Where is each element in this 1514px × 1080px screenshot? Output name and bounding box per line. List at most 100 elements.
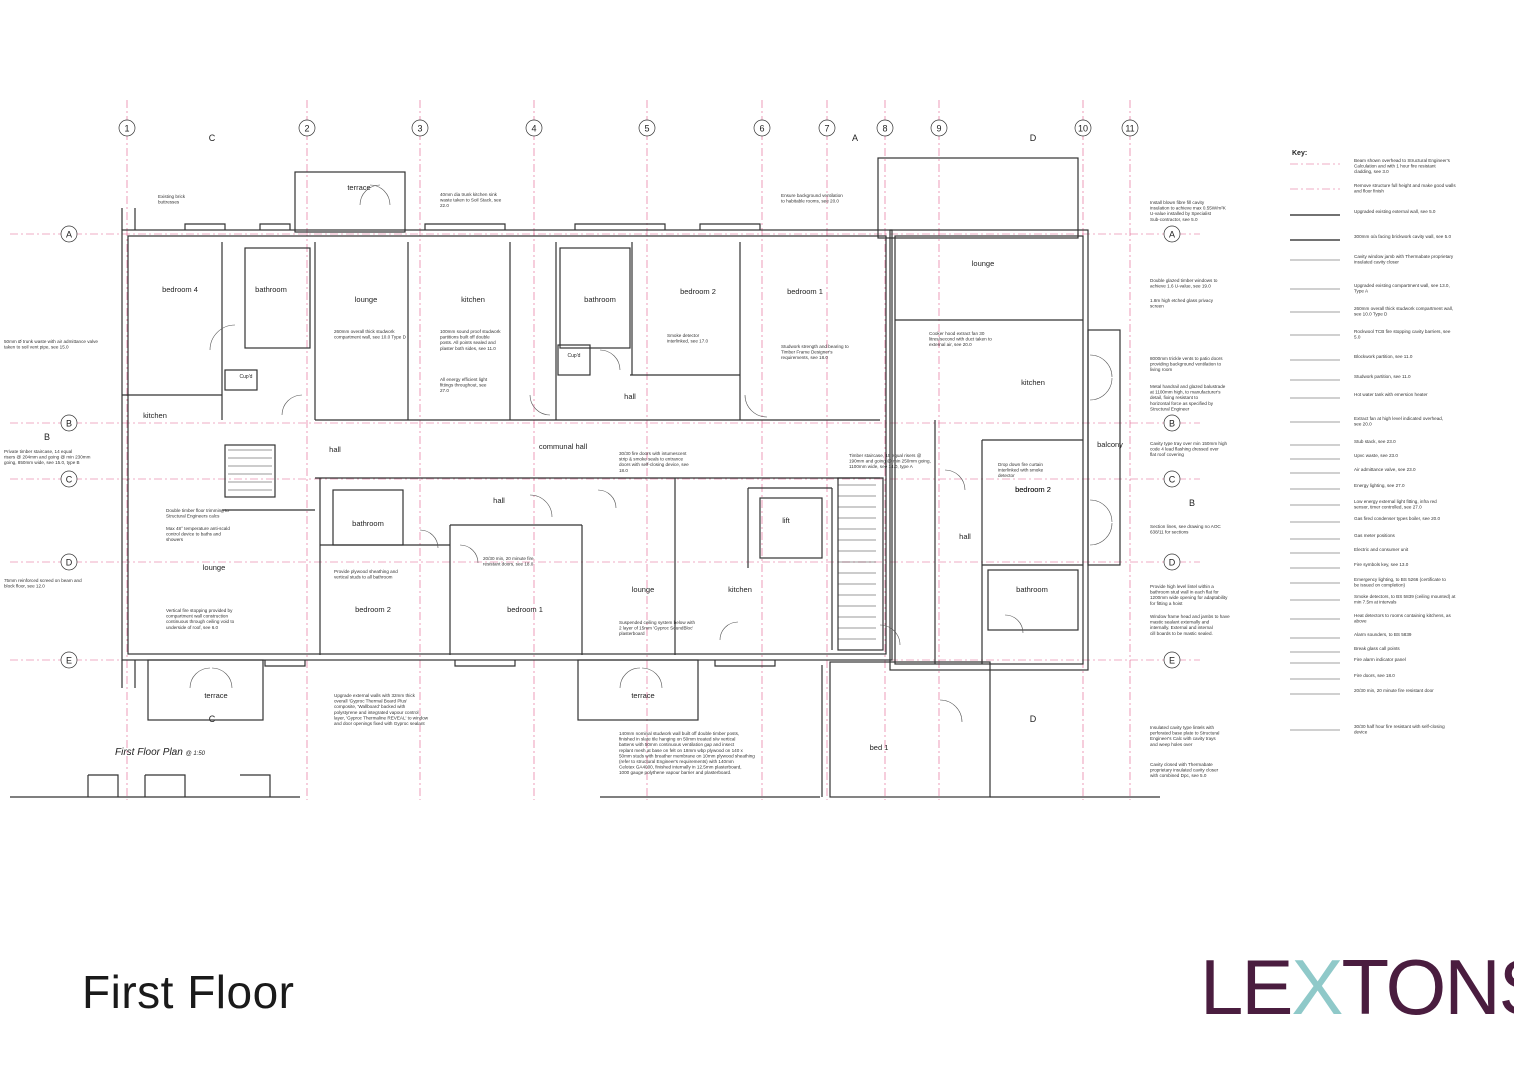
key-item-text: Heat detectors to rooms containing kitch… [1354, 613, 1451, 624]
annotation-note-line: 1100mm wide, see 14.0, type A [849, 464, 914, 469]
annotation-note-line: living room [1150, 367, 1172, 372]
annotation-note-line: doors with self-closing device, see [619, 462, 689, 467]
key-item-line: 5.0 [1354, 335, 1361, 340]
key-item-text: Remove structure full height and make go… [1354, 183, 1456, 194]
annotation-note-line: polystyrene and integrated vapour contro… [334, 710, 419, 715]
annotation-note-line: Structural Engineer [1150, 406, 1190, 411]
grid-column-bubble [818, 119, 836, 137]
annotation-note-line: screen [1150, 304, 1164, 309]
annotation-note-line: Timber staircase, 15 equal risers @ [849, 453, 922, 458]
room-label: bedroom 2 [1015, 485, 1051, 494]
room-label: bathroom [352, 519, 384, 528]
annotation-note-line: 75mm reinforced screed on beam and [4, 578, 82, 583]
key-item-text: Break glass call points [1354, 646, 1400, 651]
annotation-note-line: and weep holes over [1150, 742, 1193, 747]
annotation-note-line: internally. External and internal [1150, 625, 1213, 630]
key-item-line: Extract fan at high level indicated over… [1354, 416, 1443, 421]
key-item-text: Studwork partition, see 11.0 [1354, 374, 1411, 379]
annotation-note-line: Cooker hood extract fan 30 [929, 331, 985, 336]
grid-row-bubble [60, 225, 78, 243]
room-label: bedroom 2 [680, 287, 716, 296]
room-label: bedroom 2 [355, 605, 391, 614]
grid-column-label: 11 [1125, 124, 1134, 134]
annotation-note-line: providing background ventilation to [1150, 362, 1221, 367]
room-label: hall [493, 496, 505, 505]
key-item-line: Fire symbols key, see 13.0 [1354, 562, 1409, 567]
key-item-line: above [1354, 619, 1367, 624]
grid-column-bubble [118, 119, 136, 137]
key-item-line: min 7.5m at intervals [1354, 600, 1397, 605]
logo-part-2: X [1291, 943, 1343, 1031]
annotation-note-line: at 1100mm high, to manufacturer's [1150, 390, 1221, 395]
key-item-line: Emergency lighting, to BS 5266 (certific… [1354, 577, 1446, 582]
grid-column-bubble [411, 119, 429, 137]
logo-part-3: TONS [1341, 943, 1514, 1031]
key-item-text: Smoke detectors, to BS 5839 (ceiling mou… [1354, 594, 1456, 605]
annotation-note-line: litres/second with duct taken to [929, 337, 992, 342]
key-item-text: Upgraded existing external wall, see 5.0 [1354, 209, 1436, 214]
key-item-line: Upgraded existing compartment wall, see … [1354, 283, 1450, 288]
annotation-note-line: finished in slate tile hanging on 50mm t… [619, 737, 735, 742]
key-item-line: be issued on completion) [1354, 583, 1406, 588]
grid-row-bubble [1163, 651, 1181, 669]
key-item-line: and floor finish [1354, 189, 1384, 194]
annotation-note-line: Timber Frame Designer's [781, 350, 833, 355]
key-item-line: Type A [1354, 289, 1369, 294]
room-label: lift [782, 516, 790, 525]
key-item-text: Air admittance valve, see 23.0 [1354, 467, 1416, 472]
key-item-text: 300mm o/a facing brickwork cavity wall, … [1354, 234, 1451, 239]
annotation-note-line: Double glazed timber windows to [1150, 278, 1218, 283]
annotation-note-line: requirements, see 18.0 [781, 355, 828, 360]
key-legend: Beam shown overhead to Structural Engine… [1290, 158, 1456, 735]
annotation-note-line: interlinked with smoke [998, 468, 1044, 473]
room-label: kitchen [461, 295, 485, 304]
section-letter: B [1189, 498, 1195, 508]
grid-column-bubble [525, 119, 543, 137]
annotation-note-line: 260mm overall thick studwork [334, 329, 395, 334]
annotation-note-line: to habitable rooms, see 20.0 [781, 199, 839, 204]
annotation-note-line: Metal handrail and glazed balustrade [1150, 384, 1226, 389]
annotation-note-line: waste taken to Soil Stack, see [440, 198, 502, 203]
room-label: communal hall [539, 442, 588, 451]
annotation-note-line: underside of roof, see 6.0 [166, 625, 219, 630]
key-item-line: Rockwool TCB fire stopping cavity barrie… [1354, 329, 1451, 334]
annotation-note-line: detail, fixing resistant to [1150, 395, 1198, 400]
key-item-line: Fire alarm indicator panel [1354, 657, 1406, 662]
annotation-note-line: detector [998, 473, 1015, 478]
annotation-note-line: Cavity closed with Thermabate [1150, 762, 1213, 767]
annotation-note-line: 8000mm trickle vents to patio doors [1150, 356, 1223, 361]
grid-row-bubble [60, 414, 78, 432]
key-item-text: Rockwool TCB fire stopping cavity barrie… [1354, 329, 1451, 340]
grid-row-label: C [66, 475, 73, 485]
annotation-note-line: Sub-contractor, see 5.0 [1150, 217, 1198, 222]
annotation-note-line: and door openings fixed with Gyproc seal… [334, 721, 425, 726]
lextons-logo: LEXTONS [1200, 948, 1514, 1026]
annotation-note-line: with combined Dpc, see 5.0 [1150, 773, 1207, 778]
key-item-text: Electric and consumer unit [1354, 547, 1409, 552]
annotation-note-line: bathroom stud wall in each flat for [1150, 590, 1219, 595]
key-item-line: Gas fired condenser types boiler, see 20… [1354, 516, 1441, 521]
key-item-text: Fire alarm indicator panel [1354, 657, 1406, 662]
key-item-line: sensor, timer controlled, see 27.0 [1354, 505, 1422, 510]
logo-part-1: LE [1200, 943, 1293, 1031]
annotation-note-line: Vertical fire stopping provided by [166, 608, 233, 613]
annotation-note-line: 22.0 [440, 203, 449, 208]
annotation-note-line: block floor, see 12.0 [4, 584, 45, 589]
room-label: kitchen [728, 585, 752, 594]
annotation-note-line: showers [166, 537, 184, 542]
annotation-note-line: plaster both sides, see 11.0 [440, 346, 496, 351]
grid-row-bubble [1163, 225, 1181, 243]
annotation-note-line: mastic sealant externally and [1150, 620, 1210, 625]
room-label: bathroom [584, 295, 616, 304]
annotation-note-line: taken to soil vent pipe, see 15.0 [4, 345, 69, 350]
